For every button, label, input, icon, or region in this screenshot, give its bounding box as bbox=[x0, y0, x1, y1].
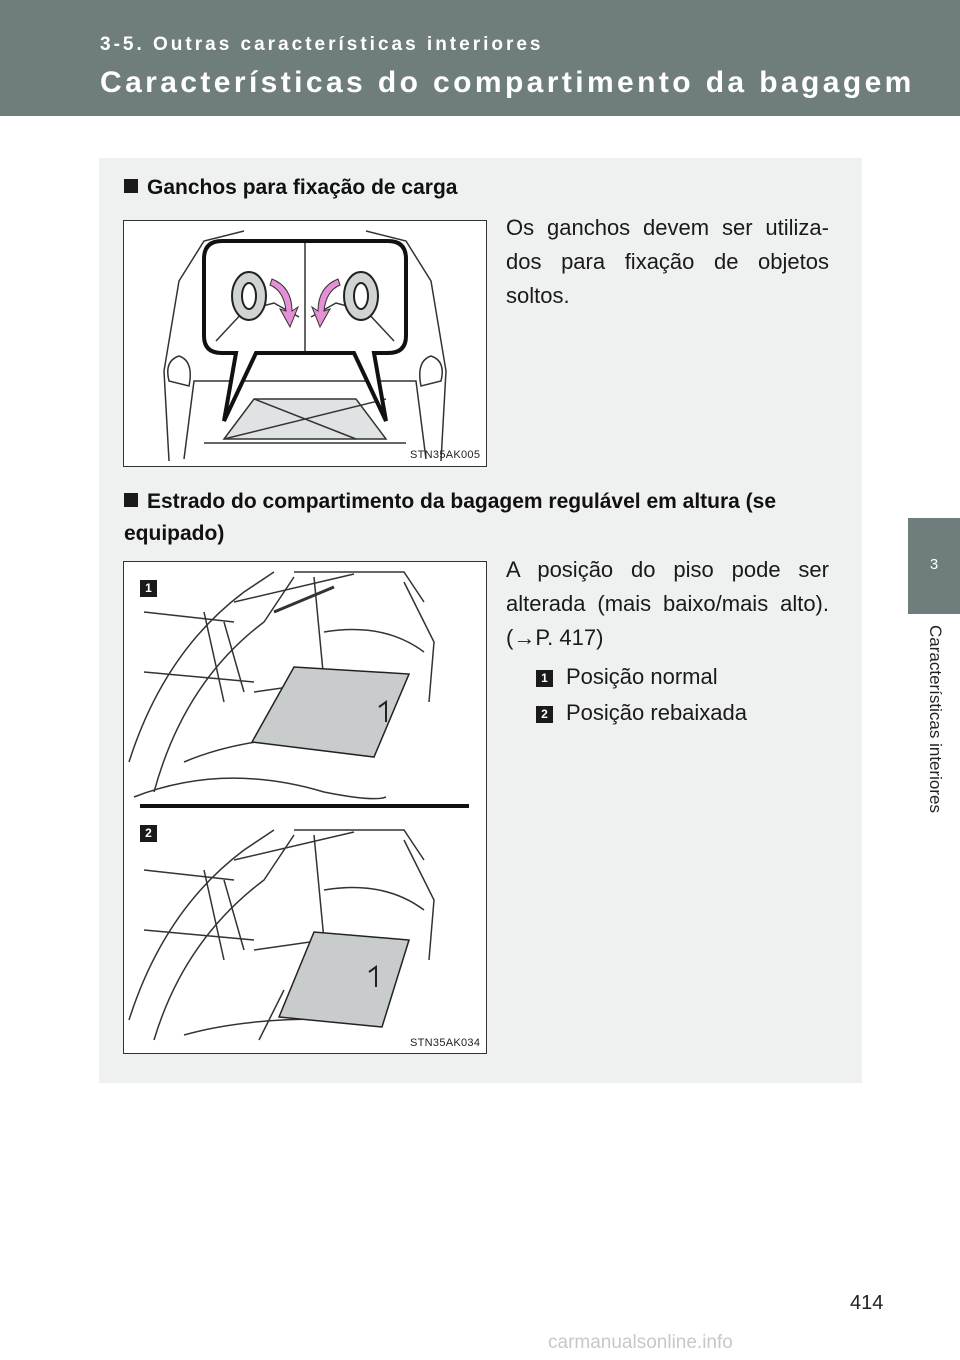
section-label: 3-5. Outras características interiores bbox=[100, 34, 544, 55]
deck-board-normal bbox=[250, 666, 411, 758]
chapter-tab-number: 3 bbox=[929, 556, 939, 573]
figure-code: STN35AK034 bbox=[410, 1037, 481, 1049]
page-title: Características do compartimento da baga… bbox=[100, 66, 915, 99]
left-rotate-arrow-icon bbox=[269, 278, 300, 329]
chapter-tab[interactable]: 3 bbox=[908, 518, 960, 614]
square-bullet-icon bbox=[124, 493, 138, 507]
deck-board-lowered bbox=[277, 931, 410, 1028]
section-heading-deck-board: Estrado do compartimento da bagagem regu… bbox=[124, 490, 777, 545]
chapter-side-label: Características interiores bbox=[926, 625, 945, 814]
right-hook-icon bbox=[343, 271, 379, 321]
section-heading-hooks: Ganchos para fixação de carga bbox=[124, 176, 457, 200]
figure-code: STN35AK005 bbox=[410, 449, 481, 461]
number-badge: 1 bbox=[536, 670, 553, 687]
number-badge: 1 bbox=[140, 580, 157, 597]
page-number: 414 bbox=[850, 1292, 884, 1314]
number-badge: 2 bbox=[536, 706, 553, 723]
watermark: carmanualsonline.info bbox=[548, 1332, 733, 1353]
right-rotate-arrow-icon bbox=[310, 278, 341, 329]
legend-item-lowered: 2 Posição rebaixada bbox=[536, 700, 796, 732]
page-header: 3-5. Outras características interiores C… bbox=[0, 0, 960, 116]
number-badge: 2 bbox=[140, 825, 157, 842]
square-bullet-icon bbox=[124, 179, 138, 193]
left-hook-icon bbox=[231, 271, 267, 321]
deck-board-description: A posição do piso pode ser alterada (mai… bbox=[506, 557, 829, 650]
deck-board-drawing bbox=[128, 571, 469, 1041]
deck-board-illustration: 1 2 STN35AK034 bbox=[123, 561, 487, 1054]
cargo-hooks-illustration: STN35AK005 bbox=[123, 220, 487, 467]
hooks-description: Os ganchos devem ser utiliza- dos para f… bbox=[506, 215, 829, 308]
cargo-hooks-drawing bbox=[163, 230, 447, 462]
legend-label: Posição rebaixada bbox=[566, 700, 748, 725]
legend-item-normal: 1 Posição normal bbox=[536, 664, 796, 696]
legend-label: Posição normal bbox=[566, 664, 718, 689]
